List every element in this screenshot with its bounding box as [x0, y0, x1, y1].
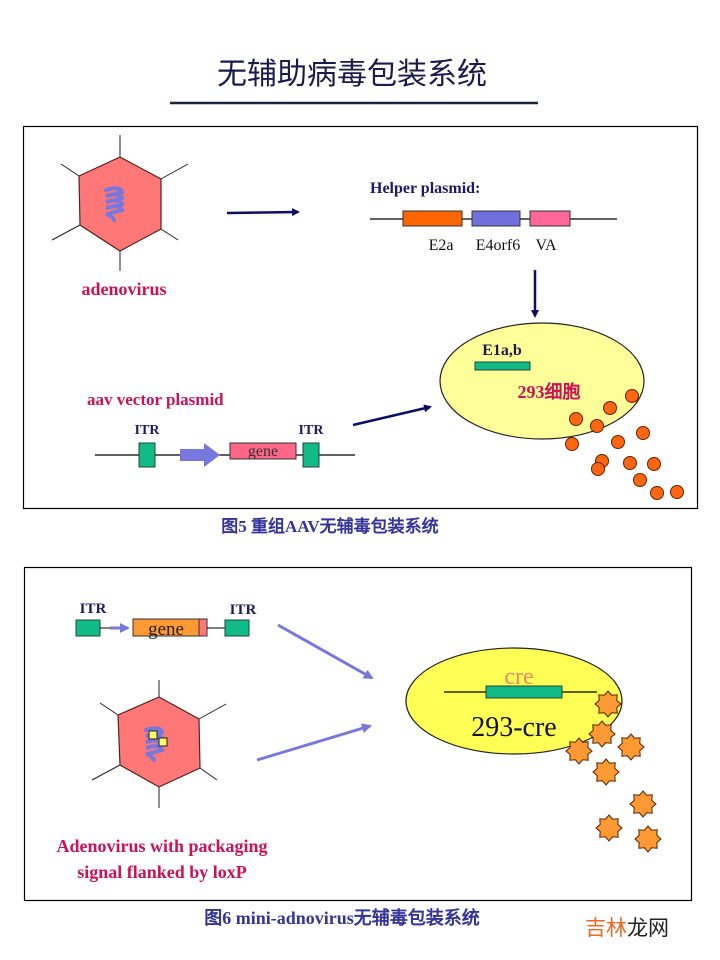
watermark-part1: 吉林 [585, 916, 627, 940]
mini-adenovirus-particle [594, 690, 622, 718]
helper-gene-va [529, 210, 571, 227]
watermark: 吉林龙网 [585, 916, 669, 940]
aav-particle [636, 426, 650, 440]
helper-gene-label-e2a: E2a [429, 237, 454, 254]
aav-particle [565, 437, 579, 451]
aav-particle [625, 389, 639, 403]
helper-gene-e2a [402, 210, 463, 227]
mini-adenovirus-particle [592, 758, 620, 786]
aav-particle [670, 485, 684, 499]
cre-cell-label: 293-cre [471, 712, 557, 743]
gene-label: gene [248, 443, 278, 460]
aav-particle [633, 473, 647, 487]
figure5-caption: 图5 重组AAV无辅毒包装系统 [221, 516, 438, 536]
cre-gene-box [485, 685, 563, 699]
gene-box [229, 442, 297, 460]
itr-right-box [302, 442, 320, 468]
mini-adenovirus-particle [617, 733, 645, 761]
loxp-site-icon [158, 737, 168, 747]
cell-gene-label: E1a,b [482, 342, 522, 359]
mini-adenovirus-particle [595, 814, 623, 842]
f6-gene-label: gene [148, 619, 184, 640]
mini-adenovirus-particle [565, 737, 593, 765]
arrow-vector-to-cell [352, 404, 432, 427]
helper-gene-e4orf6 [471, 210, 521, 227]
f6-adenovirus-label-line1: Adenovirus with packaging [56, 836, 267, 856]
aav-particle [591, 462, 605, 476]
aav-particle [650, 486, 664, 500]
mini-adenovirus-particles [565, 690, 662, 853]
f6-itr-right-label: ITR [230, 602, 257, 618]
aav-particles [565, 389, 684, 500]
aav-particle [569, 412, 583, 426]
vector-plasmid-title: aav vector plasmid [87, 390, 224, 409]
aav-particle [603, 401, 617, 415]
f6-itr-left-box [75, 619, 101, 637]
arrow-adenovirus-to-helper [226, 208, 300, 217]
loxp-site-icon [148, 730, 158, 740]
mini-adenovirus-particle [634, 825, 662, 853]
cell-293 [439, 322, 645, 440]
promoter-arrow-icon [180, 443, 220, 467]
itr-left-box [138, 442, 156, 468]
aav-particle [623, 456, 637, 470]
helper-plasmid-title: Helper plasmid: [370, 180, 480, 197]
cell-293-cre [405, 647, 623, 755]
page-title: 无辅助病毒包装系统 [217, 58, 487, 91]
f6-itr-right-box [224, 619, 250, 637]
watermark-part2: 龙网 [627, 916, 669, 940]
itr-left-label: ITR [135, 423, 161, 438]
adenovirus-label: adenovirus [81, 279, 166, 299]
f6-arrow-vector-to-cell [277, 623, 374, 680]
aav-particle [647, 457, 661, 471]
figure6-panel: ITR ITR gene Adenovirus with packaging s [23, 566, 693, 902]
adenovirus-icon [51, 135, 189, 271]
f6-adenovirus-icon [91, 680, 227, 808]
f6-itr-left-label: ITR [80, 601, 107, 617]
f6-adenovirus-label-line2: signal flanked by loxP [77, 862, 247, 882]
aav-particle [590, 419, 604, 433]
figure5-panel: adenovirus Helper plasmid: E2a E4orf6 VA… [22, 125, 699, 510]
aav-particle [611, 435, 625, 449]
itr-right-label: ITR [299, 423, 325, 438]
f6-arrow-adenovirus-to-cell [256, 723, 372, 762]
helper-gene-label-va: VA [535, 237, 556, 254]
cell-label: 293细胞 [518, 381, 581, 402]
mini-adenovirus-particle [588, 720, 616, 748]
helper-gene-label-e4orf6: E4orf6 [476, 237, 520, 254]
cell-gene-e1ab [474, 361, 531, 371]
mini-adenovirus-particle [629, 790, 657, 818]
dna-coil-icon [104, 186, 125, 222]
f6-loxp-box [198, 618, 208, 637]
figure6-caption: 图6 mini-adnovirus无辅毒包装系统 [204, 907, 480, 928]
